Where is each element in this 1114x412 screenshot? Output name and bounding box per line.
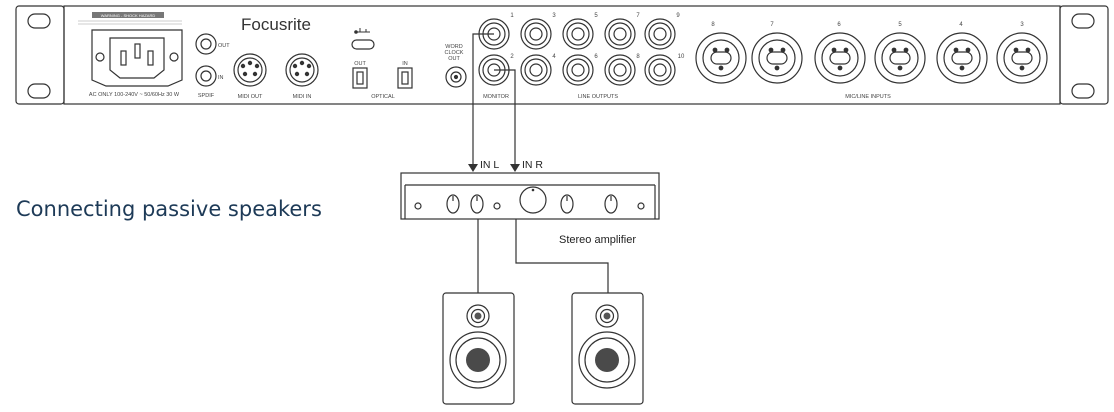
- in-l-label: IN L: [480, 159, 499, 171]
- rack-screw-slot: [27, 13, 51, 29]
- audio-interface: WARNING - SHOCK HAZARD AC ONLY 100-240V …: [15, 5, 1109, 105]
- monitor-label: MONITOR: [483, 94, 509, 100]
- svg-text:OUT: OUT: [448, 56, 460, 62]
- jack-number: 5: [594, 13, 598, 19]
- power-led: [414, 202, 422, 210]
- rack-ear-left: [15, 5, 65, 105]
- jack-4: [520, 54, 552, 86]
- xlr-number: 7: [770, 22, 774, 28]
- wordclock-bnc: [445, 66, 467, 88]
- jack-5: [562, 18, 594, 50]
- xlr-input-7: [751, 32, 803, 84]
- speaker-cables: [477, 219, 609, 293]
- usb-port: [351, 28, 375, 50]
- rack-screw-slot: [27, 83, 51, 99]
- jack-number: 10: [678, 54, 685, 60]
- arrow-down-icon: [510, 164, 520, 172]
- jack-number: 6: [594, 54, 598, 60]
- xlr-inputs: [695, 32, 1048, 84]
- xlr-number: 5: [898, 22, 902, 28]
- optical-in-port: [397, 67, 413, 89]
- power-socket: [91, 29, 183, 87]
- jack-number: 8: [636, 54, 640, 60]
- spdif-connectors: [195, 33, 217, 87]
- xlr-input-3: [996, 32, 1048, 84]
- tweeter-icon: [595, 304, 619, 328]
- jack-7: [604, 18, 636, 50]
- jack-number: 9: [676, 13, 680, 19]
- xlr-number: 8: [711, 22, 715, 28]
- monitor-cables: [468, 33, 520, 172]
- speaker-right: [571, 292, 644, 405]
- optical-out-label: OUT: [354, 61, 366, 67]
- knob-icon: [604, 194, 618, 214]
- indicator-led: [637, 202, 645, 210]
- xlr-input-5: [874, 32, 926, 84]
- arrow-down-icon: [468, 164, 478, 172]
- power-label: AC ONLY 100-240V ~ 50/60Hz 30 W: [89, 92, 180, 98]
- line-outputs-label: LINE OUTPUTS: [578, 94, 618, 100]
- jack-number: 3: [552, 13, 556, 19]
- screw-icon: [95, 52, 105, 62]
- wordclock-label: WORD: [445, 44, 462, 50]
- xlr-input-6: [814, 32, 866, 84]
- woofer-icon: [449, 331, 507, 389]
- midi-in-label: MIDI IN: [293, 94, 312, 100]
- rack-screw-slot: [1071, 13, 1095, 29]
- midi-in-connector: [285, 53, 319, 87]
- spdif-out-label: OUT: [218, 43, 230, 49]
- optical-in-label: IN: [402, 61, 408, 67]
- volume-knob: [519, 186, 547, 214]
- knob-icon: [470, 194, 484, 214]
- rack-screw-slot: [1071, 83, 1095, 99]
- mic-line-label: MIC/LINE INPUTS: [845, 94, 891, 100]
- svg-text:CLOCK: CLOCK: [445, 50, 464, 56]
- warning-label: [92, 12, 164, 18]
- xlr-input-4: [936, 32, 988, 84]
- woofer-icon: [578, 331, 636, 389]
- jack-10: [644, 54, 676, 86]
- xlr-number: 4: [959, 22, 963, 28]
- speaker-left: [442, 292, 515, 405]
- speaker-cabinet: [442, 292, 515, 405]
- jack-outputs: [478, 18, 676, 86]
- cable-right: [494, 69, 516, 164]
- screw-icon: [169, 52, 179, 62]
- jack-8: [604, 54, 636, 86]
- amplifier-label: Stereo amplifier: [559, 234, 636, 246]
- xlr-number: 3: [1020, 22, 1024, 28]
- jack-number: 4: [552, 54, 556, 60]
- cable-speaker-right: [515, 219, 609, 293]
- knob-icon: [446, 194, 460, 214]
- midi-out-label: MIDI OUT: [238, 94, 263, 100]
- interface-body: [63, 5, 1061, 105]
- diagram-caption: Connecting passive speakers: [16, 197, 322, 221]
- xlr-input-8: [695, 32, 747, 84]
- xlr-number: 6: [837, 22, 841, 28]
- jack-9: [644, 18, 676, 50]
- jack-number: 2: [510, 54, 514, 60]
- brand-logo: Focusrite: [241, 15, 311, 34]
- midi-out-connector: [233, 53, 267, 87]
- cable-left: [472, 33, 494, 164]
- jack-3: [520, 18, 552, 50]
- stereo-amplifier: [400, 172, 660, 220]
- tweeter-icon: [466, 304, 490, 328]
- jack-number: 7: [636, 13, 640, 19]
- in-r-label: IN R: [522, 159, 543, 171]
- amplifier-body: [400, 172, 660, 220]
- jack-6: [562, 54, 594, 86]
- optical-label: OPTICAL: [371, 94, 395, 100]
- warning-text: WARNING - SHOCK HAZARD: [101, 13, 156, 18]
- knob-icon: [560, 194, 574, 214]
- speaker-cabinet: [571, 292, 644, 405]
- spdif-in-label: IN: [218, 75, 224, 81]
- rack-ear-right: [1059, 5, 1109, 105]
- jack-number: 1: [510, 13, 514, 19]
- spdif-label: SPDIF: [198, 93, 215, 99]
- optical-out-port: [352, 67, 368, 89]
- indicator-led: [493, 202, 501, 210]
